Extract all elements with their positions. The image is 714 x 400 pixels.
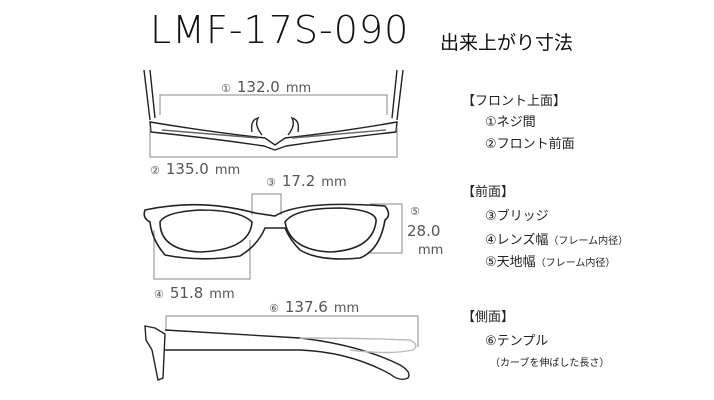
bracket-2 xyxy=(149,128,398,158)
bracket-6 xyxy=(165,315,419,347)
dim-2-value: 135.0 xyxy=(165,160,209,178)
frame-front xyxy=(143,203,390,260)
dim-1-num: ① xyxy=(221,82,231,95)
legend-item: ⑥テンプル xyxy=(485,334,549,349)
dim-4-num: ④ xyxy=(154,288,164,301)
dim-2-unit: mm xyxy=(214,163,241,178)
dim-2-label: ② 135.0 mm xyxy=(150,160,240,178)
legend-note: （フレーム内径） xyxy=(548,236,629,247)
bracket-1 xyxy=(159,94,388,115)
dim-3-label: ③ 17.2 mm xyxy=(266,172,347,190)
right-temple-top xyxy=(391,69,404,121)
bracket-3 xyxy=(251,193,282,215)
dim-3-unit: mm xyxy=(321,175,347,190)
top-view xyxy=(143,69,404,151)
front-view xyxy=(143,203,390,260)
dim-2-num: ② xyxy=(150,164,160,177)
dim-4-label: ④ 51.8 mm xyxy=(154,284,235,302)
dim-5-unit: mm xyxy=(418,243,444,258)
legend-item: ④レンズ幅（フレーム内径） xyxy=(485,229,628,248)
legend-note: （フレーム内径） xyxy=(535,258,616,269)
nose-pads xyxy=(250,116,300,136)
legend-item: ②フロント前面 xyxy=(485,137,575,152)
bracket-5 xyxy=(370,203,403,254)
bracket-4 xyxy=(153,230,251,280)
dim-lines xyxy=(149,94,419,347)
dim-6-num: ⑥ xyxy=(269,302,279,315)
dim-3-num: ③ xyxy=(266,176,276,189)
legend-heading-top: 【フロント上面】 xyxy=(462,94,567,109)
front-edge-side xyxy=(144,325,166,381)
dim-1-label: ① 132.0 mm xyxy=(221,78,311,96)
left-temple-top xyxy=(143,69,156,121)
legend-heading-side: 【側面】 xyxy=(462,310,515,325)
side-view xyxy=(144,325,417,381)
legend-heading-front: 【前面】 xyxy=(462,185,515,200)
dim-6-label: ⑥ 137.6 mm xyxy=(269,298,359,316)
left-lens xyxy=(159,209,253,253)
legend-item-label: ⑤天地幅 xyxy=(485,255,536,270)
frame-top xyxy=(149,121,398,151)
legend-item: ⑤天地幅（フレーム内径） xyxy=(485,251,615,270)
dim-5-value: 28.0 xyxy=(407,222,441,240)
dim-6-unit: mm xyxy=(333,301,360,316)
dim-3-value: 17.2 xyxy=(281,172,316,190)
dim-4-unit: mm xyxy=(209,287,235,302)
model-title: LMF-17S-090 xyxy=(150,8,410,52)
temple-side xyxy=(164,329,410,381)
subtitle: 出来上がり寸法 xyxy=(440,32,574,54)
dim-4-value: 51.8 xyxy=(169,284,204,302)
right-lens xyxy=(284,207,377,253)
dim-6-value: 137.6 xyxy=(284,298,328,316)
legend-note: （カーブを伸ばした長さ） xyxy=(490,358,610,369)
legend-item: ③ブリッジ xyxy=(485,209,549,224)
dim-1-value: 132.0 xyxy=(236,78,280,96)
dim-5-num: ⑤ xyxy=(410,205,420,218)
dim-1-unit: mm xyxy=(285,81,312,96)
legend-item-label: ④レンズ幅 xyxy=(485,233,549,248)
legend-item: ①ネジ間 xyxy=(485,115,536,130)
